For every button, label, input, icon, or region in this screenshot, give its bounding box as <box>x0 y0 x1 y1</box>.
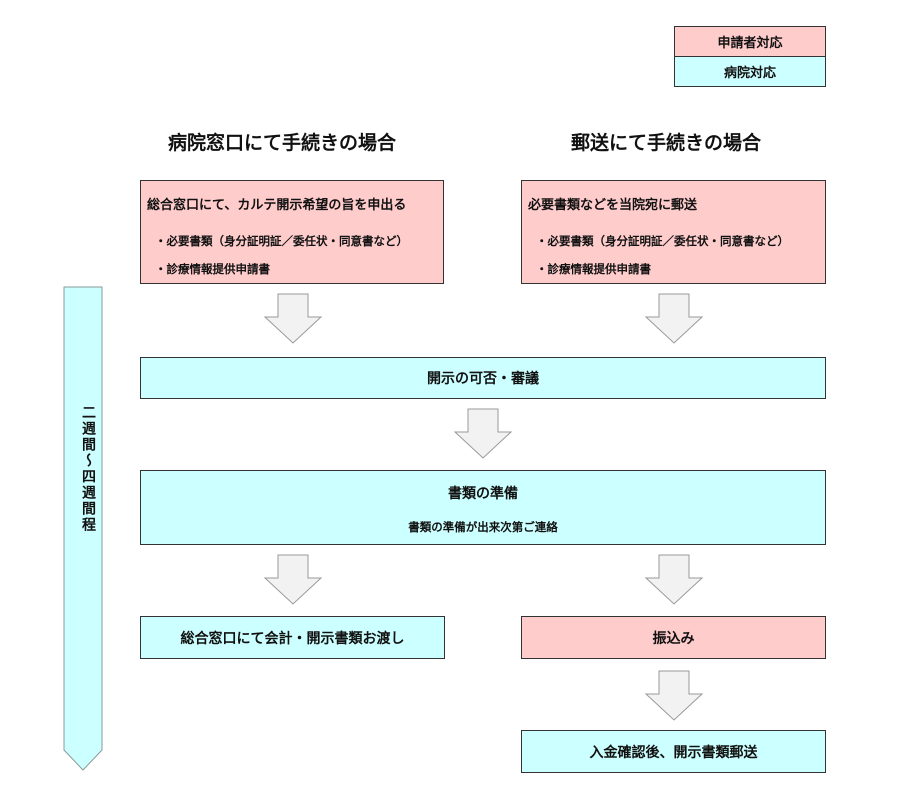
legend-hospital: 病院対応 <box>674 56 826 87</box>
legend-hospital-label: 病院対応 <box>723 66 776 81</box>
right-request-title: 必要書類などを当院宛に郵送 <box>528 198 698 213</box>
right-request-item: ・必要書類（身分証明証／委任状・同意書など） <box>536 234 789 248</box>
review-label: 開示の可否・審議 <box>427 371 539 387</box>
prepare-box: 書類の準備 書類の準備が出来次第ご連絡 <box>140 470 826 545</box>
left-column-heading: 病院窓口にて手続きの場合 <box>168 132 397 154</box>
transfer-box: 振込み <box>521 616 826 659</box>
left-request-item: ・必要書類（身分証明証／委任状・同意書など） <box>155 234 408 248</box>
down-arrow-icon <box>263 293 323 344</box>
right-column-heading: 郵送にて手続きの場合 <box>571 132 762 154</box>
down-arrow-icon <box>644 293 704 344</box>
timeline-arrow-icon <box>63 286 103 771</box>
right-final-label: 入金確認後、開示書類郵送 <box>589 744 758 761</box>
left-final-label: 総合窓口にて会計・開示書類お渡し <box>180 630 405 647</box>
prepare-note: 書類の準備が出来次第ご連絡 <box>408 520 558 534</box>
left-request-item: ・診療情報提供申請書 <box>155 262 270 276</box>
review-box: 開示の可否・審議 <box>140 357 826 399</box>
right-final-box: 入金確認後、開示書類郵送 <box>521 730 826 773</box>
legend-applicant-label: 申請者対応 <box>717 36 783 51</box>
down-arrow-icon <box>644 670 704 721</box>
right-request-box: 必要書類などを当院宛に郵送 ・必要書類（身分証明証／委任状・同意書など） ・診療… <box>521 180 826 284</box>
down-arrow-icon <box>644 554 704 605</box>
down-arrow-icon <box>263 554 323 605</box>
legend-applicant: 申請者対応 <box>674 26 826 57</box>
transfer-label: 振込み <box>652 630 695 647</box>
left-request-title: 総合窓口にて、カルテ開示希望の旨を申出る <box>147 198 407 213</box>
down-arrow-icon <box>453 408 513 459</box>
prepare-label: 書類の準備 <box>448 486 518 502</box>
left-request-box: 総合窓口にて、カルテ開示希望の旨を申出る ・必要書類（身分証明証／委任状・同意書… <box>140 180 444 284</box>
timeline-label: 二週間～四週間程 <box>80 405 96 533</box>
left-final-box: 総合窓口にて会計・開示書類お渡し <box>140 616 445 659</box>
right-request-item: ・診療情報提供申請書 <box>536 262 651 276</box>
